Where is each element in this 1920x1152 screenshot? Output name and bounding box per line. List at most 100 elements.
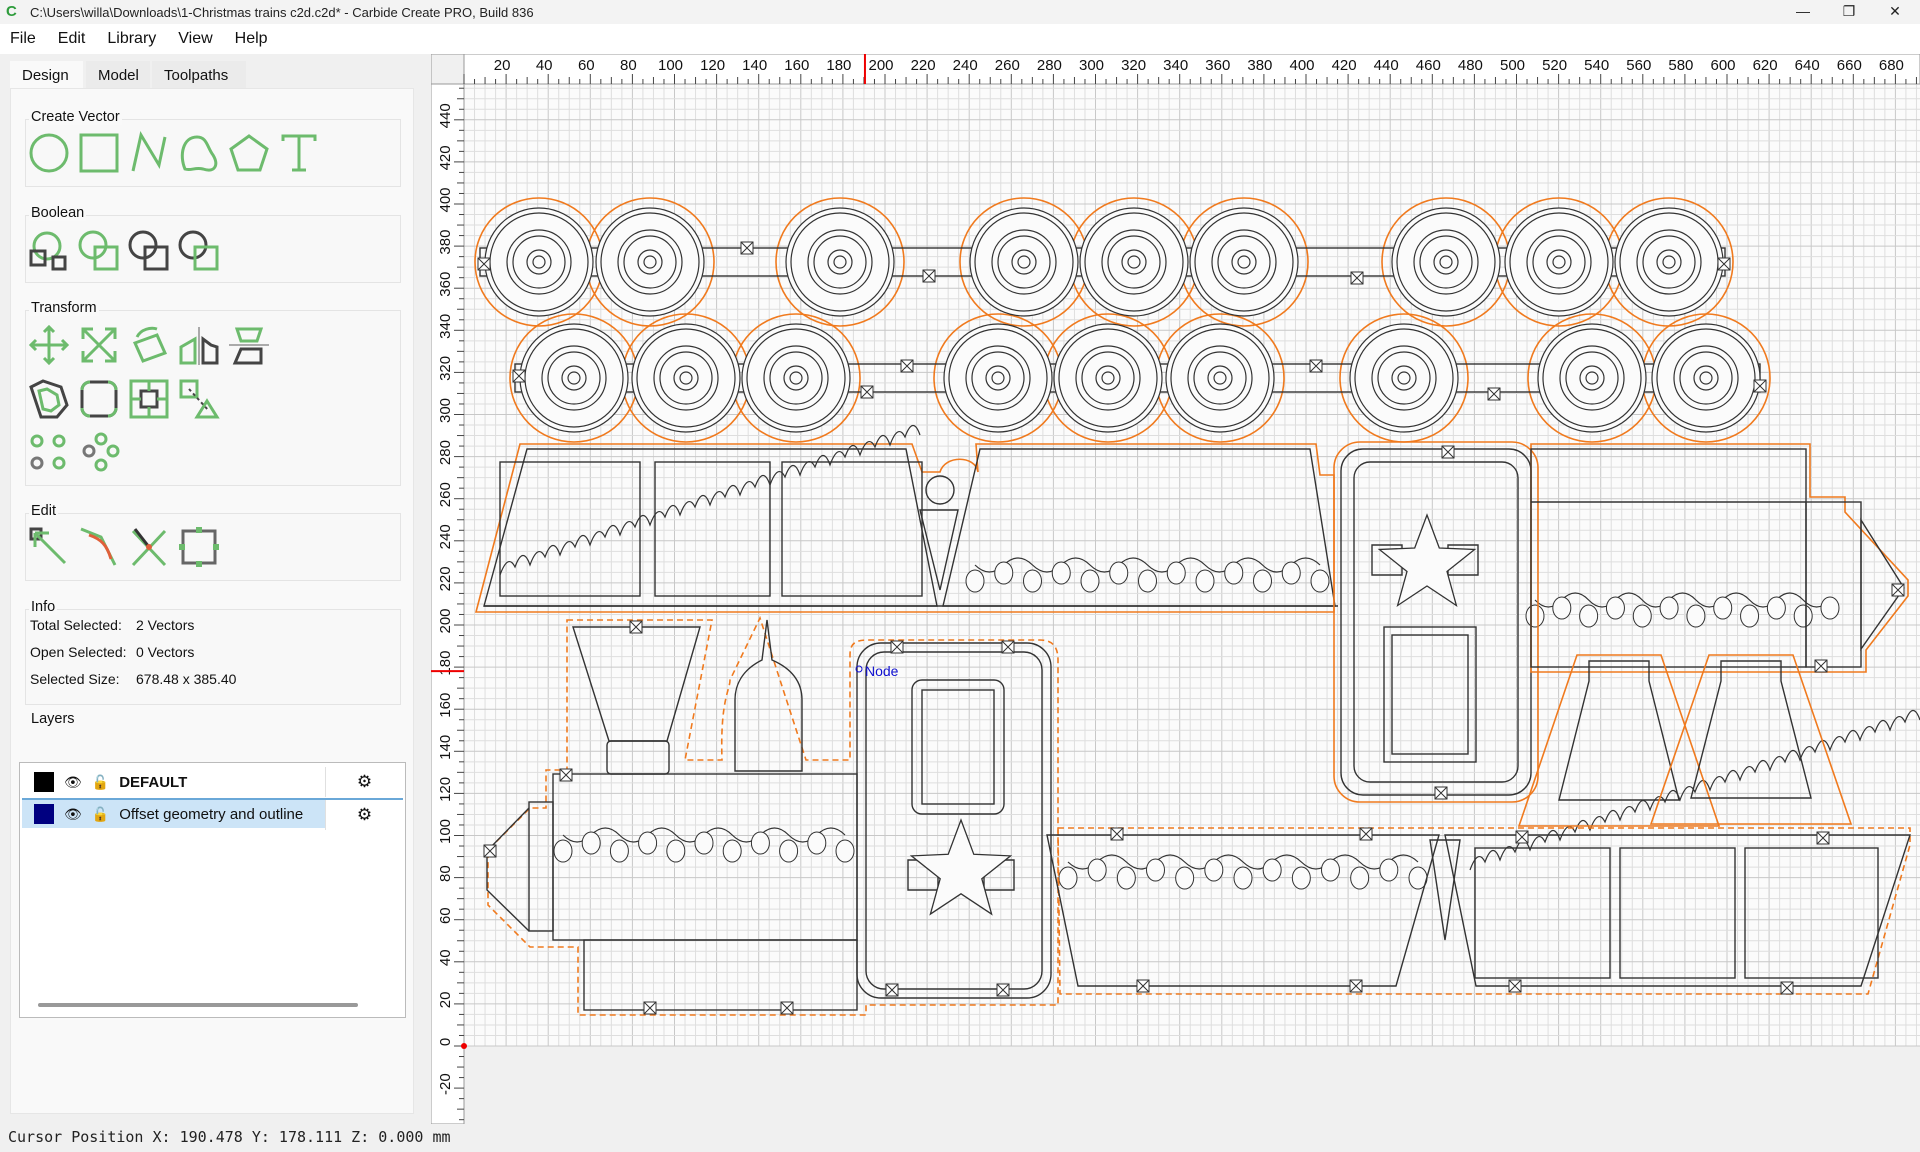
node-cross xyxy=(1816,831,1830,845)
menu-file[interactable]: File xyxy=(10,30,36,47)
node-cross xyxy=(900,359,914,373)
node-cross xyxy=(559,768,573,782)
y-ruler-label: -20 xyxy=(437,1073,454,1095)
rectangular-array-icon[interactable] xyxy=(27,431,71,475)
star-ornament xyxy=(1377,513,1477,608)
layer-color-swatch[interactable] xyxy=(34,804,54,824)
layer-list-scrollbar[interactable] xyxy=(38,1003,358,1007)
maximize-button[interactable]: ❐ xyxy=(1842,3,1856,19)
eye-icon[interactable]: 👁 xyxy=(64,805,82,822)
tab-design[interactable]: Design xyxy=(10,61,83,88)
tab-model[interactable]: Model xyxy=(86,61,150,88)
wheel xyxy=(1396,212,1496,312)
wheel xyxy=(1084,212,1184,312)
rotate-icon[interactable] xyxy=(127,323,171,367)
node-cross xyxy=(1891,583,1905,597)
x-ruler-label: 400 xyxy=(1289,57,1314,74)
layer-row-offset[interactable]: 👁 🔓 Offset geometry and outline ⚙ xyxy=(22,798,403,830)
node-cross xyxy=(922,269,936,283)
polyline-tool-icon[interactable] xyxy=(127,131,171,175)
unlock-icon[interactable]: 🔓 xyxy=(91,805,110,822)
x-ruler-label: 660 xyxy=(1837,57,1862,74)
bell xyxy=(1690,660,1812,799)
boundary-box-icon[interactable] xyxy=(177,525,221,569)
star-ornament xyxy=(909,818,1013,916)
boolean-intersect-icon[interactable] xyxy=(127,229,171,273)
distribute-icon[interactable] xyxy=(177,377,221,421)
trim-vector-icon[interactable] xyxy=(77,525,121,569)
mirror-vertical-icon[interactable] xyxy=(227,323,271,367)
node-marker-icon xyxy=(1717,257,1731,271)
scale-icon[interactable] xyxy=(77,323,121,367)
wheel xyxy=(1213,371,1227,385)
node-edit-icon[interactable] xyxy=(27,525,71,569)
layer-row-default[interactable]: 👁 🔓 DEFAULT ⚙ xyxy=(22,767,403,797)
wheel xyxy=(1095,365,1121,391)
node-label: Node xyxy=(865,663,899,679)
circle-tool-icon[interactable] xyxy=(27,131,71,175)
x-ruler-label: 100 xyxy=(658,57,683,74)
mirror-horizontal-icon[interactable] xyxy=(177,323,221,367)
bell-outline xyxy=(1517,654,1721,827)
text-tool-icon[interactable] xyxy=(277,131,321,175)
wheel xyxy=(1537,323,1647,433)
node-cross xyxy=(1717,257,1731,271)
garland xyxy=(1067,854,1419,870)
wheel xyxy=(1532,235,1586,289)
menu-help[interactable]: Help xyxy=(234,30,268,47)
wheel xyxy=(1699,371,1713,385)
fillet-icon[interactable] xyxy=(77,377,121,421)
eye-icon[interactable]: 👁 xyxy=(64,773,82,790)
gear-icon[interactable]: ⚙ xyxy=(325,767,403,797)
curve-tool-icon[interactable] xyxy=(177,131,221,175)
close-button[interactable]: ✕ xyxy=(1889,3,1901,19)
ornament xyxy=(1281,561,1301,585)
ornament xyxy=(1080,569,1100,593)
wheel xyxy=(547,351,601,405)
node-cross xyxy=(1349,979,1363,993)
layer-color-swatch[interactable] xyxy=(34,772,54,792)
boolean-union-icon[interactable] xyxy=(27,229,71,273)
join-vectors-icon[interactable] xyxy=(127,525,171,569)
ornament xyxy=(1291,866,1311,890)
wheel xyxy=(1349,323,1459,433)
ornament xyxy=(1023,569,1042,593)
y-ruler-label: 380 xyxy=(437,230,454,255)
menu-view[interactable]: View xyxy=(178,30,213,47)
train-vectors[interactable] xyxy=(474,197,1920,1016)
y-ruler-label: 360 xyxy=(437,272,454,297)
node-cross xyxy=(1780,981,1794,995)
left-panel: Design Model Toolpaths Create Vector Boo… xyxy=(0,54,422,1124)
move-icon[interactable] xyxy=(27,323,71,367)
x-ruler-label: 420 xyxy=(1332,57,1357,74)
wheel xyxy=(741,323,851,433)
wreath xyxy=(499,424,921,576)
menu-edit[interactable]: Edit xyxy=(57,30,86,47)
info-group xyxy=(25,609,401,705)
boolean-weld-icon[interactable] xyxy=(177,229,221,273)
wheel xyxy=(783,365,809,391)
x-ruler-label: 60 xyxy=(578,57,595,74)
circular-array-icon[interactable] xyxy=(77,431,121,475)
align-icon[interactable] xyxy=(127,377,171,421)
gear-icon[interactable]: ⚙ xyxy=(325,800,403,830)
boolean-subtract-icon[interactable] xyxy=(77,229,121,273)
minimize-button[interactable]: — xyxy=(1796,3,1810,19)
unlock-icon[interactable]: 🔓 xyxy=(91,773,110,790)
offset-icon[interactable] xyxy=(27,377,71,421)
wheel xyxy=(1011,249,1037,275)
ruler-corner xyxy=(431,54,465,85)
car-outline xyxy=(1057,827,1911,995)
wheel xyxy=(1397,371,1411,385)
tab-toolpaths[interactable]: Toolpaths xyxy=(152,61,246,88)
node-marker-icon xyxy=(1136,979,1150,993)
wheel xyxy=(567,371,581,385)
rectangle-tool-icon[interactable] xyxy=(77,131,121,175)
node-cross xyxy=(1110,827,1124,841)
node-marker-icon xyxy=(1508,979,1522,993)
node-cross xyxy=(629,620,643,634)
polygon-tool-icon[interactable] xyxy=(227,131,271,175)
menu-library[interactable]: Library xyxy=(107,30,157,47)
